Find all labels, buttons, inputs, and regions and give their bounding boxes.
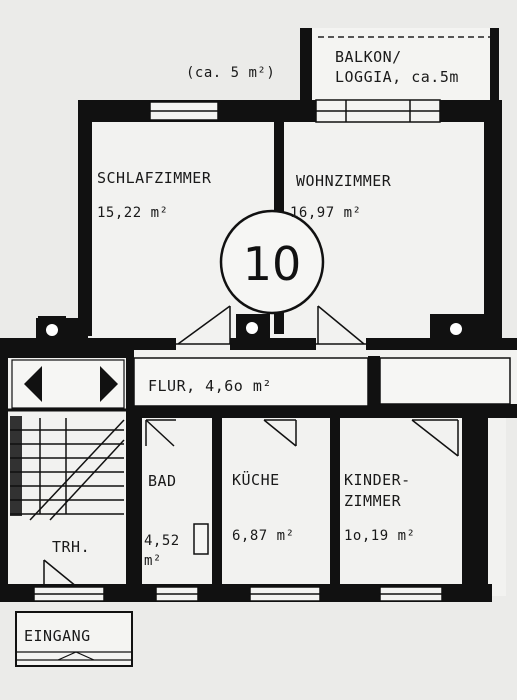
balcony: BALKON/ LOGGIA, ca.5m — [300, 28, 499, 114]
door-schlafzimmer — [176, 305, 232, 351]
flur-panel — [133, 357, 369, 407]
balcony-left-wall — [300, 28, 312, 114]
bottom-windows — [33, 586, 443, 602]
wohnzimmer-name: WOHNZIMMER — [296, 172, 392, 190]
door-bad — [145, 419, 176, 447]
balcony-area-note: (ca. 5 m²) — [186, 65, 275, 81]
column-markers — [38, 314, 470, 344]
balcony-right-wall — [490, 28, 499, 114]
kueche-name: KÜCHE — [232, 470, 280, 489]
lower-walls — [0, 404, 492, 602]
flur-label: FLUR, 4,6o m² — [148, 377, 272, 395]
bad-name: BAD — [148, 472, 177, 490]
eingang-label: EINGANG — [24, 627, 91, 645]
plan-number: 10 — [243, 237, 302, 291]
bad-area-line1: 4,52 — [144, 533, 180, 549]
balcony-label-line2: LOGGIA, ca.5m — [335, 68, 459, 86]
bad-area-line2: m² — [144, 553, 162, 569]
bath-fixture — [193, 523, 209, 555]
flur-side-panel — [379, 357, 511, 405]
kinderzimmer-area: 1o,19 m² — [344, 528, 415, 544]
kinderzimmer-name-line1: KINDER- — [344, 471, 411, 489]
schlafzimmer-area: 15,22 m² — [97, 205, 168, 221]
stair-arrow-right-icon — [100, 366, 118, 402]
wohnzimmer-area: 16,97 m² — [290, 205, 361, 221]
balcony-label-line1: BALKON/ — [335, 48, 402, 66]
stair-arrow-left-icon — [24, 366, 42, 402]
eingang: EINGANG — [15, 611, 133, 667]
door-wohnzimmer — [314, 305, 366, 351]
kueche-area: 6,87 m² — [232, 528, 295, 544]
treppenhaus-label: TRH. — [52, 538, 90, 556]
kinderzimmer-name-line2: ZIMMER — [344, 492, 402, 510]
door-kinderzimmer — [411, 419, 459, 457]
plan-number-badge: 10 — [219, 209, 325, 315]
top-windows — [149, 99, 441, 123]
stairwell: TRH. — [0, 350, 134, 600]
schlafzimmer-name: SCHLAFZIMMER — [97, 169, 212, 187]
door-kueche — [263, 419, 297, 447]
lower-rooms-floor — [134, 418, 506, 596]
